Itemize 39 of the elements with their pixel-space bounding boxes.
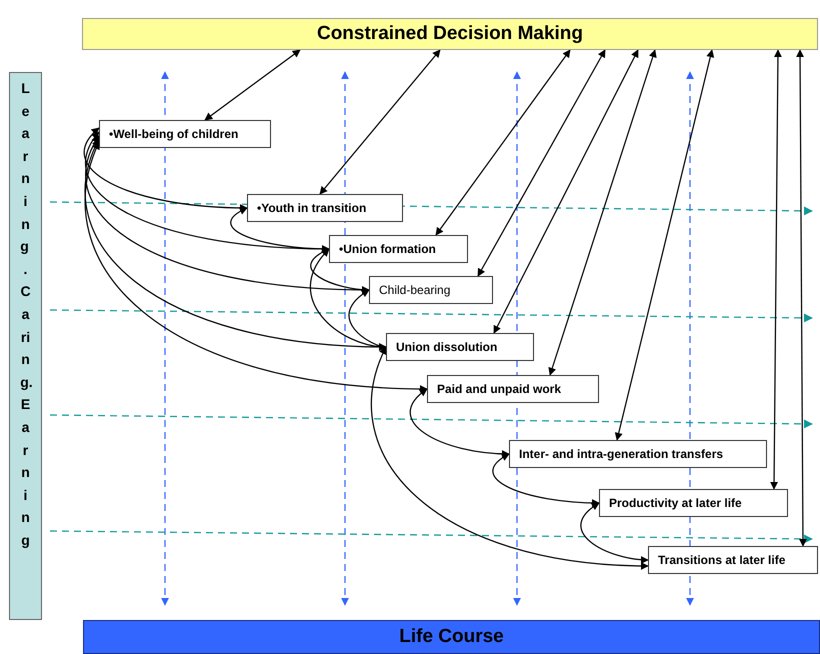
box-label: Transitions at later life — [658, 552, 786, 569]
process-box — [648, 546, 818, 574]
arrow — [770, 49, 782, 490]
arrow — [410, 388, 510, 458]
arrow — [310, 248, 370, 294]
process-box — [386, 333, 534, 361]
process-box — [427, 375, 599, 403]
box-label: Union dissolution — [396, 339, 498, 356]
box-label: Life Course — [399, 624, 504, 649]
process-box — [509, 440, 767, 468]
arrow — [477, 49, 606, 277]
footer-band — [83, 620, 820, 654]
box-label: •Youth in transition — [257, 200, 366, 217]
process-box — [599, 489, 788, 517]
arrow — [370, 346, 649, 570]
arrow — [348, 290, 387, 350]
box-label: •Well-being of children — [109, 126, 238, 143]
box-label: Learning .Caring.Earning — [20, 79, 31, 550]
box-label: Child-bearing — [379, 282, 450, 299]
process-box — [247, 194, 403, 222]
arrow — [493, 49, 639, 334]
box-label: Productivity at later life — [609, 495, 742, 512]
process-box — [99, 120, 271, 148]
arrow — [614, 49, 714, 441]
box-label: •Union formation — [339, 241, 436, 258]
box-label: Inter- and intra-generation transfers — [519, 446, 724, 463]
arrow — [580, 502, 649, 564]
header-band — [82, 18, 818, 50]
process-box — [369, 276, 493, 304]
arrow — [796, 49, 807, 547]
side-band — [9, 72, 42, 620]
arrow — [320, 49, 440, 195]
box-label: Constrained Decision Making — [316, 22, 584, 46]
arrow — [204, 50, 301, 120]
process-box — [329, 235, 468, 263]
arrow — [548, 49, 657, 376]
arrow — [436, 49, 570, 236]
arrow — [492, 454, 600, 507]
box-label: Paid and unpaid work — [437, 381, 562, 398]
